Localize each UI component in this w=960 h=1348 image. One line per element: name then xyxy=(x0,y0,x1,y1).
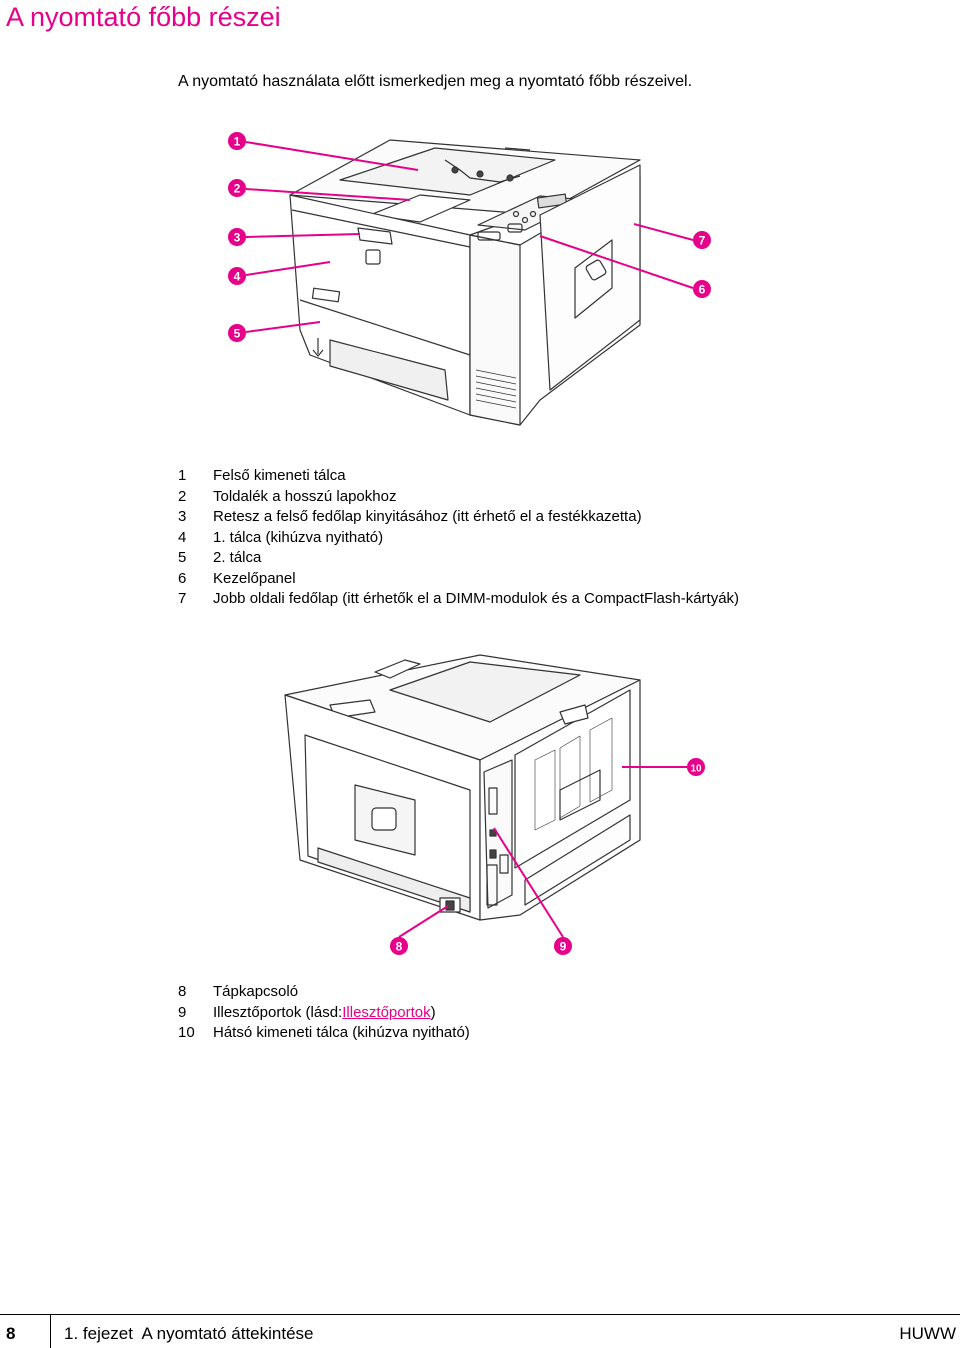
svg-text:8: 8 xyxy=(396,940,403,954)
page-number: 8 xyxy=(6,1324,16,1343)
svg-text:2: 2 xyxy=(234,182,241,196)
callout-6: 6 xyxy=(693,280,711,298)
chapter-label: 1. fejezet A nyomtató áttekintése xyxy=(64,1324,314,1343)
svg-text:4: 4 xyxy=(234,270,241,284)
page-title: A nyomtató főbb részei xyxy=(6,2,281,32)
svg-text:7: 7 xyxy=(699,234,706,248)
printer-rear-figure: 10 8 9 xyxy=(284,654,705,955)
language-code: HUWW xyxy=(899,1324,956,1343)
interface-ports-link[interactable]: Illesztőportok xyxy=(342,1003,431,1021)
callout-7: 7 xyxy=(693,231,711,249)
svg-text:1: 1 xyxy=(234,135,241,149)
svg-text:10: 10 xyxy=(690,764,702,775)
callout-9: 9 xyxy=(554,937,572,955)
callout-1: 1 xyxy=(228,132,246,150)
printer-front-figure: 1 2 3 4 5 6 7 xyxy=(228,132,711,426)
svg-text:9: 9 xyxy=(560,940,567,954)
callout-8: 8 xyxy=(390,937,408,955)
callout-2: 2 xyxy=(228,179,246,197)
svg-text:3: 3 xyxy=(234,231,241,245)
svg-text:6: 6 xyxy=(699,283,706,297)
svg-text:5: 5 xyxy=(234,327,241,341)
callout-5: 5 xyxy=(228,324,246,342)
page-footer: 8 1. fejezet A nyomtató áttekintése HUWW xyxy=(0,1314,960,1348)
callout-3: 3 xyxy=(228,228,246,246)
callout-10: 10 xyxy=(687,758,705,776)
intro-text: A nyomtató használata előtt ismerkedjen … xyxy=(178,73,693,90)
footer-divider xyxy=(50,1315,51,1348)
callout-4: 4 xyxy=(228,267,246,285)
